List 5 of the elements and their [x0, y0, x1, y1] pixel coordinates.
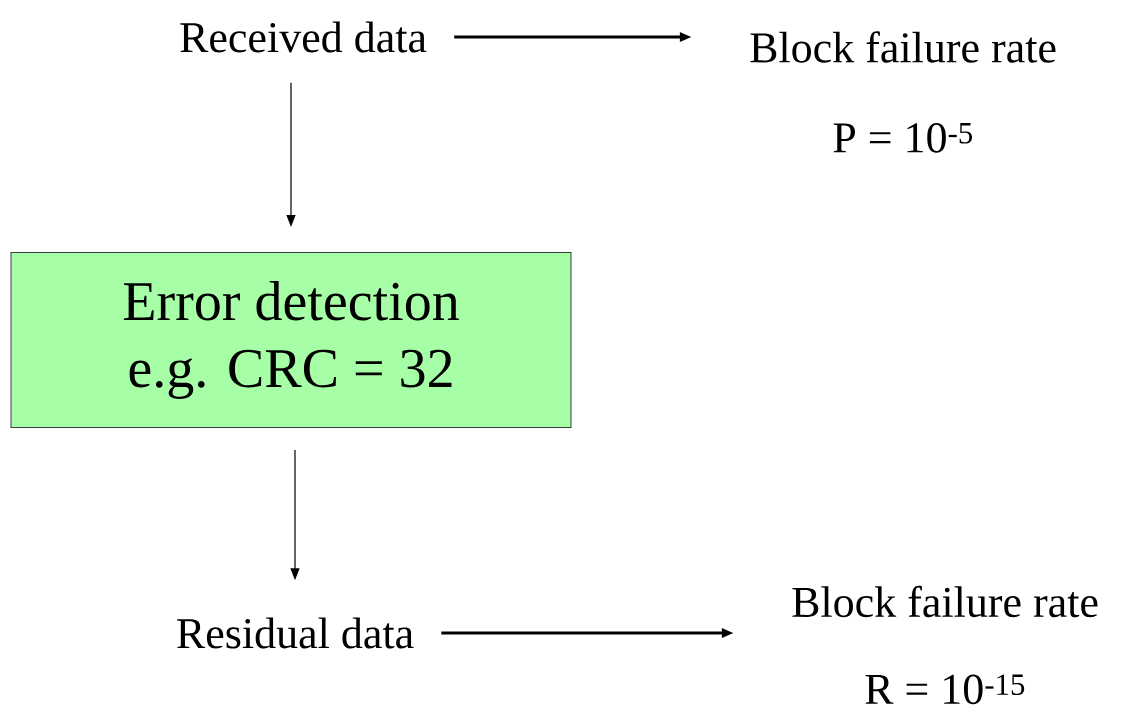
text-label: Residual data: [177, 617, 414, 649]
process-box: Error detection e.g. CRC = 32: [10, 252, 572, 428]
text-label: Received data: [180, 21, 427, 53]
text-label: Block failure rate P = 10$^{-5}$: [750, 31, 1056, 153]
text-label: Block failure rate R = 10$^{-15}$: [792, 585, 1098, 705]
